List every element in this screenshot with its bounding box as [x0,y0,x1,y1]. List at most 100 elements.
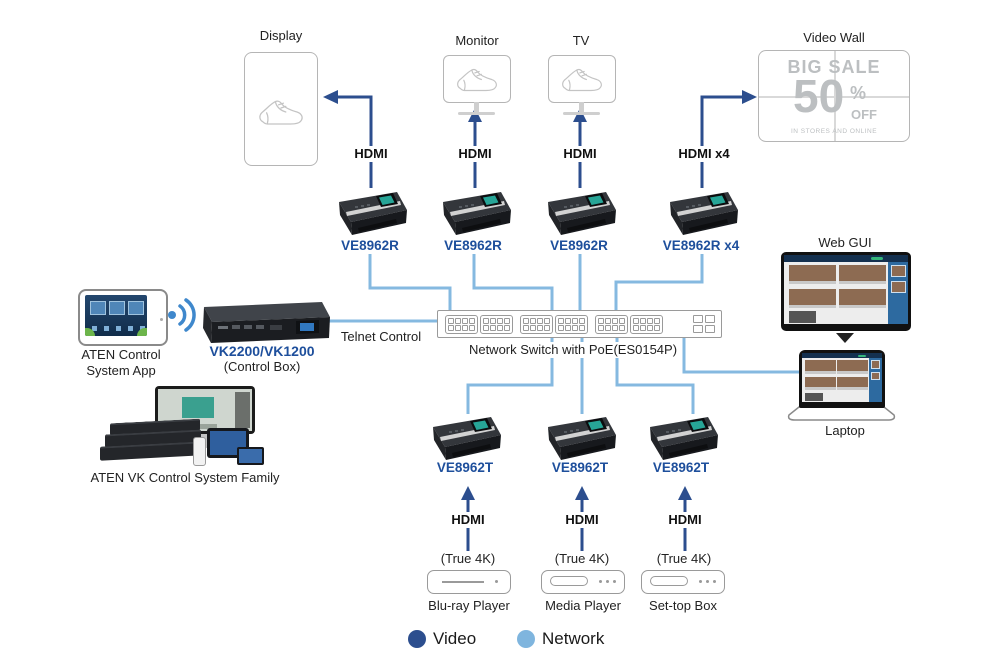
video-wall-divider-h [759,96,909,98]
control-box-name: VK2200/VK1200 [206,343,318,360]
tv-screen [548,55,616,103]
uplink-ports [693,315,715,333]
rj45-port [462,317,468,324]
app-window-thumb [90,301,106,315]
shoe-image [455,64,499,95]
hdmi-x4-label: HDMI x4 [675,146,733,162]
ve8962t-devices [433,417,718,460]
app-icon [128,326,133,331]
leaf-decoration [85,328,95,336]
rj45-port [483,317,489,324]
laptop-base [787,406,896,421]
hdmi-label: HDMI [665,512,705,528]
rj45-port [504,317,510,324]
player-dot [495,580,498,583]
gui-side-thumbnail [870,371,881,381]
port-group [520,314,588,334]
app-window-thumb [128,301,144,315]
rj45-port [619,324,625,331]
rj45-port [654,317,660,324]
rj45-port [579,324,585,331]
rj45-port [565,317,571,324]
web-gui-monitor [781,252,911,331]
web-gui-label: Web GUI [815,235,875,251]
rj45-port [448,324,454,331]
gui-side-panel [869,358,882,402]
control-box-sub: (Control Box) [220,359,304,375]
source-name: Set-top Box [646,598,720,614]
video-wall-panel: BIG SALE 50 % OFF IN STORES AND ONLINE [758,50,910,142]
family-phone [237,447,264,465]
display-panel [244,52,318,166]
transmitter-name: VE8962T [433,460,497,477]
rj45-port [530,317,536,324]
uplink-port [693,315,703,323]
rj45-port [523,317,529,324]
rj45-port [544,324,550,331]
video-legend-dot [408,630,426,648]
port-group [595,314,663,334]
rj45-port [490,317,496,324]
network-legend-dot [517,630,535,648]
source-name: Media Player [542,598,624,614]
web-gui-screen [784,255,908,328]
settop-box-device [641,570,725,594]
family-phone-screen [239,449,262,463]
receiver-name: VE8962R [441,238,505,255]
rj45-port [462,324,468,331]
display-label: Display [256,28,306,44]
video-wall-number: 50 [793,70,845,122]
monitor-label: Monitor [452,33,502,49]
rj45-port [448,317,454,324]
video-wall-tagline: IN STORES AND ONLINE [790,128,878,135]
rj45-port [612,317,618,324]
tv-stand [579,102,584,113]
bluray-player-device [427,570,511,594]
network-lines [328,250,801,414]
rj45-port [598,317,604,324]
family-gui-center [182,396,215,418]
video-arrowheads [323,90,757,500]
transmitter-name: VE8962T [548,460,612,477]
rj45-port [497,317,503,324]
rj45-port [633,324,639,331]
gui-side-thumbnail [890,265,906,277]
laptop-label: Laptop [822,423,868,439]
rj45-port [523,324,529,331]
rj45-port [565,324,571,331]
hdmi-label: HDMI [562,512,602,528]
rj45-port [572,317,578,324]
rj45-port [654,324,660,331]
rj45-port [537,324,543,331]
player-slot [650,576,688,586]
gui-thumbnail [837,376,868,391]
hdmi-label: HDMI [448,512,488,528]
true4k-label: (True 4K) [437,551,499,567]
rj45-port [537,317,543,324]
gui-thumbnail [838,288,886,308]
port-block [480,314,513,334]
gui-thumbnail [805,376,836,391]
gui-header [802,353,882,359]
port-block [595,314,628,334]
rj45-port [640,324,646,331]
player-slot [550,576,588,586]
receiver-name: VE8962R x4 [659,238,743,255]
laptop-gui-screen [802,353,882,405]
gui-button [858,354,866,357]
app-icon [92,326,97,331]
uplink-port [705,325,715,333]
control-app-screen [85,295,147,336]
leaf-decoration [137,328,147,336]
gui-side-thumbnail [890,281,906,293]
tv-label: TV [569,33,593,49]
control-box-device [203,302,330,343]
port-block [520,314,553,334]
rj45-port [455,317,461,324]
rj45-port [497,324,503,331]
rj45-port [572,324,578,331]
player-buttons [699,580,716,583]
gui-button [870,257,884,261]
rj45-port [455,324,461,331]
